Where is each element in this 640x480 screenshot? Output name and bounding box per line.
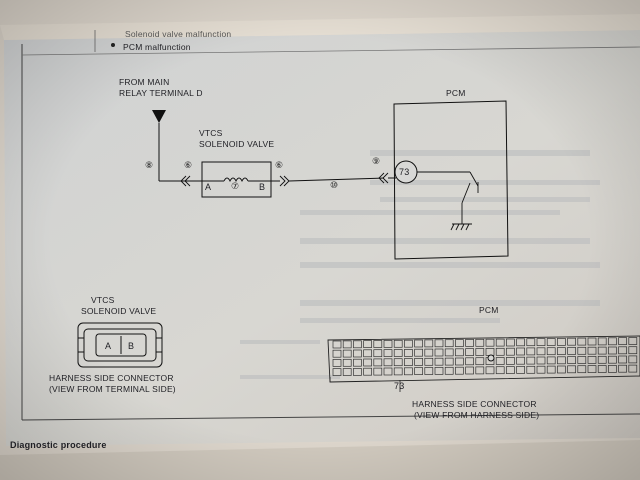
wire-marker-valve-in: ⑥ xyxy=(184,161,193,171)
vtcs-connector-title-line1: VTCS xyxy=(91,295,115,305)
vtcs-connector-caption-line1: HARNESS SIDE CONNECTOR xyxy=(49,373,174,383)
pcm-connector-caption-line1: HARNESS SIDE CONNECTOR xyxy=(412,399,537,409)
vtcs-connector-title-line2: SOLENOID VALVE xyxy=(81,306,157,316)
valve-label-line1: VTCS xyxy=(199,128,223,138)
vtcs-connector-caption-line2: (VIEW FROM TERMINAL SIDE) xyxy=(49,384,176,394)
wire-marker-valve-out: ⑥ xyxy=(275,161,284,171)
wire-marker-valve-coil: ⑦ xyxy=(231,182,240,192)
wire-marker-left-supply: ⑧ xyxy=(145,161,154,171)
footer-section-title: Diagnostic procedure xyxy=(10,440,107,450)
valve-terminal-a: A xyxy=(205,182,212,192)
valve-label-line2: SOLENOID VALVE xyxy=(199,139,275,149)
wire-marker-harness: ⑩ xyxy=(330,181,339,191)
pcm-connector-title: PCM xyxy=(479,305,499,315)
pcm-connector-pin-callout: 73 xyxy=(394,381,405,391)
vtcs-pin-b: B xyxy=(128,341,135,351)
vtcs-pin-a: A xyxy=(105,341,112,351)
header-item-valve-malfunction: Solenoid valve malfunction xyxy=(125,29,232,39)
pcm-connector-caption-line2: (VIEW FROM HARNESS SIDE) xyxy=(414,410,540,420)
wire-marker-pcm-in: ⑨ xyxy=(372,157,381,167)
source-label-line2: RELAY TERMINAL D xyxy=(119,88,203,98)
pcm-label: PCM xyxy=(446,88,466,98)
source-label-line1: FROM MAIN xyxy=(119,77,170,87)
header-item-pcm-malfunction: PCM malfunction xyxy=(123,42,191,52)
valve-terminal-b: B xyxy=(259,182,266,192)
pcm-terminal-number: 73 xyxy=(399,167,410,177)
